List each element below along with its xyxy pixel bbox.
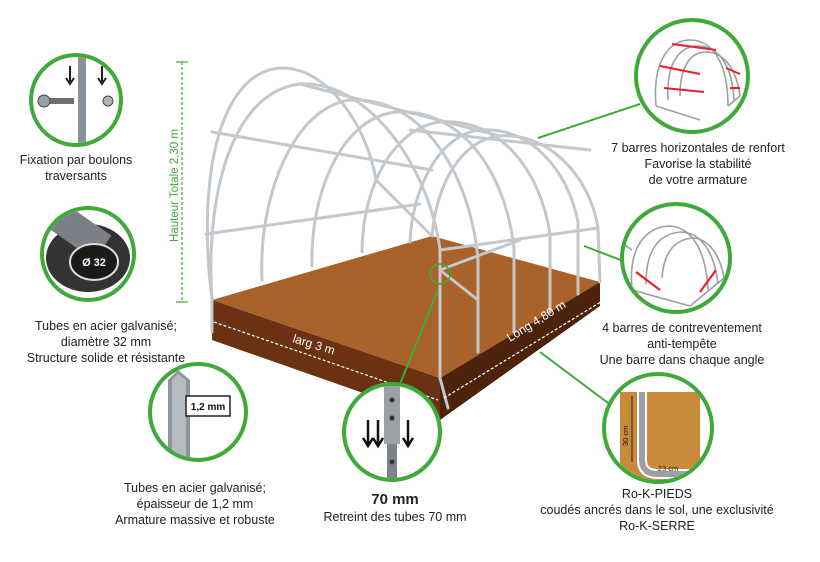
length-line [443,299,605,399]
arch-3 [310,110,516,334]
caption-line: coudés ancrés dans le sol, une exclusivi… [540,503,774,517]
soil-top [212,236,600,378]
bolt-detail-circle [29,53,123,147]
arch [205,66,434,302]
caption-line: Retreint des tubes 70 mm [323,510,467,524]
diameter-detail-circle: Ø 32 [40,206,136,302]
caption-line: Tubes en acier galvanisé; [35,319,177,333]
feet-detail-circle: 30 cm 23 cm [602,372,714,484]
front-foot [438,376,450,410]
shrink-detail-circle [342,382,442,482]
bracing-bar-2 [438,238,522,272]
thickness-detail-circle: 1,2 mm [148,362,248,462]
arch-4 [360,120,552,314]
caption-line: Fixation par boulons [19,153,133,167]
horizontal-bars-detail-circle [634,18,750,134]
detail-marker [429,263,451,285]
caption-line: anti-tempête [647,337,717,351]
thickness-caption: Tubes en acier galvanisé; épaisseur de 1… [100,480,290,528]
feet-vertical-dimension: 30 cm [621,426,630,446]
caption-line: Ro-K-PIEDS [621,487,693,501]
feet-horizontal-dimension: 23 cm [658,464,678,473]
feet-caption: Ro-K-PIEDS coudés ancrés dans le sol, un… [532,486,782,534]
ridge-bar [298,82,502,138]
thickness-badge: 1,2 mm [191,402,226,413]
caption-line: épaisseur de 1,2 mm [136,497,254,511]
bracing-detail-circle [620,202,732,314]
bracing-bar [438,268,480,302]
bolts-caption: Fixation par boulons traversants [10,152,142,184]
caption-line: 4 barres de contreventement [602,321,762,335]
caption-line: diamètre 32 mm [60,335,152,349]
caption-line: de votre armature [648,173,748,187]
caption-line: Structure solide et résistante [26,351,186,365]
caption-line: Ro-K-SERRE [619,519,695,533]
shrink-caption: 70 mm Retreint des tubes 70 mm [310,490,480,525]
caption-line: traversants [45,169,107,183]
soil-right-side [440,282,600,420]
caption-line: Tubes en acier galvanisé; [124,481,266,495]
diameter-caption: Tubes en acier galvanisé; diamètre 32 mm… [18,318,194,366]
height-dimension-label: Hauteur Totale 2,30 m [169,129,181,242]
arch-2 [260,98,480,354]
horizontal-bars-caption: 7 barres horizontales de renfort Favoris… [600,140,796,188]
caption-line: 7 barres horizontales de renfort [611,141,785,155]
greenhouse-frame [204,66,602,410]
caption-line: Une barre dans chaque angle [599,353,765,367]
caption-line: Favorise la stabilité [644,157,752,171]
bracing-caption: 4 barres de contreventement anti-tempête… [584,320,780,368]
shrink-title: 70 mm [371,491,419,508]
horizontal-bar-left-low [204,202,422,236]
horizontal-bar-left [210,130,434,172]
caption-line: Armature massive et robuste [115,513,275,527]
horizontal-bar-right-high [408,128,592,152]
leader-lines [399,103,641,407]
diameter-badge: Ø 32 [82,257,106,269]
